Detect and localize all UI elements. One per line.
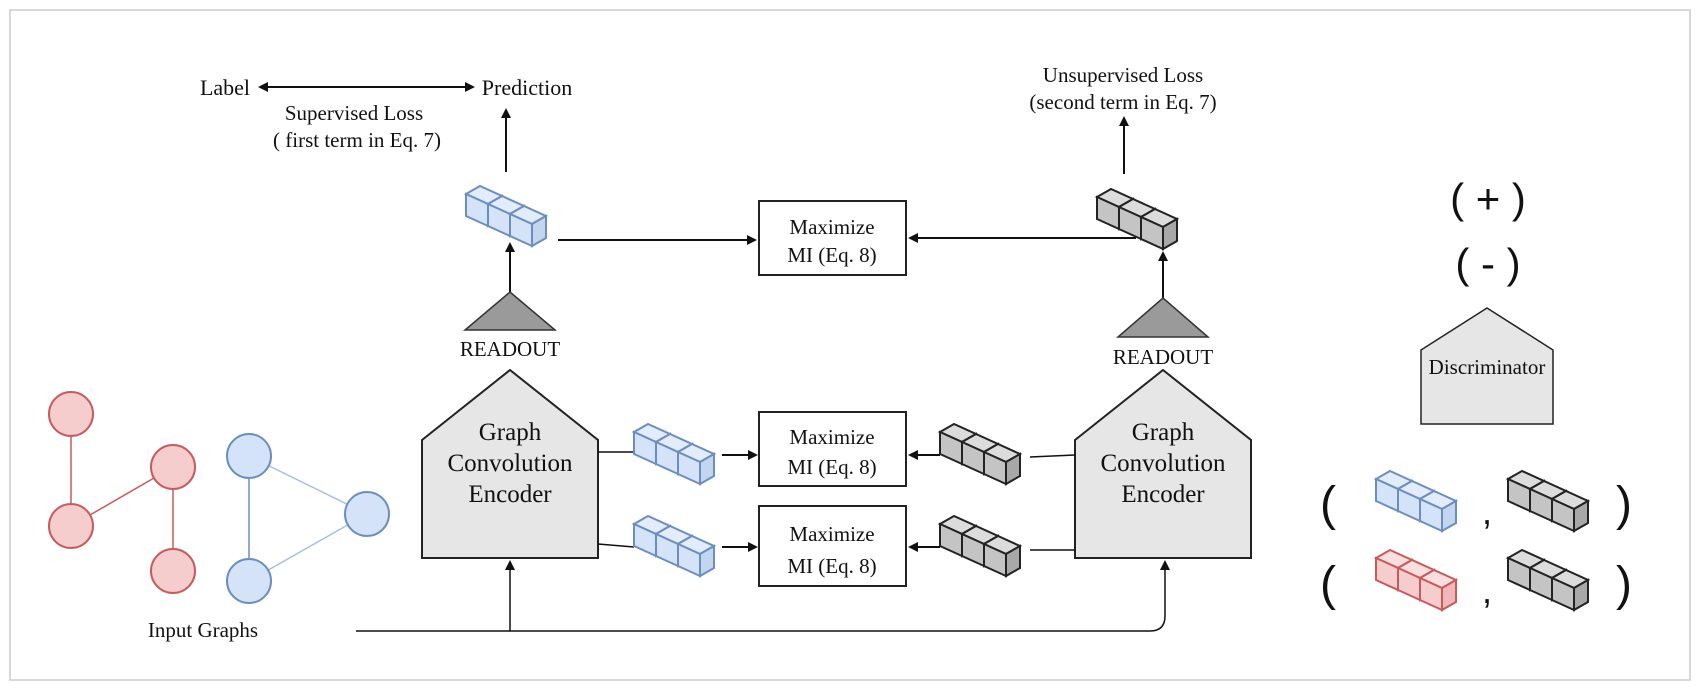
encoder-right-line2: Convolution <box>1100 450 1226 477</box>
positive-pair-close-paren: ) <box>1616 478 1632 531</box>
negative-sample-symbol: ( - ) <box>1455 240 1520 287</box>
mi-box-middle-line2: MI (Eq. 8) <box>787 455 876 479</box>
mi-box-bottom-line2: MI (Eq. 8) <box>787 554 876 578</box>
link-encoder-to-patch-lower <box>597 543 635 548</box>
positive-pair-comma: , <box>1482 491 1492 532</box>
encoder-left-line3: Encoder <box>468 481 552 508</box>
encoder-right-line1: Graph <box>1132 419 1195 446</box>
graph-embedding-right <box>1097 189 1177 249</box>
encoder-right <box>1074 368 1252 559</box>
positive-pair-open-paren: ( <box>1320 478 1336 531</box>
input-to-right-encoder-line <box>356 560 1170 632</box>
input-graphs-label: Input Graphs <box>148 618 258 642</box>
mi-box-top <box>758 200 907 276</box>
negative-pair-red-embedding <box>1376 550 1456 610</box>
negative-pair-comma: , <box>1482 570 1492 611</box>
discriminator-shape <box>1420 307 1554 425</box>
label-text: Label <box>200 75 250 100</box>
link-patch-to-encoder-upper <box>1029 454 1076 458</box>
positive-pair-blue-embedding <box>1376 471 1456 531</box>
encoder-left-line2: Convolution <box>447 450 573 477</box>
readout-left-triangle <box>462 291 558 331</box>
patch-embedding-right-lower <box>940 516 1020 576</box>
graph-embedding-left <box>466 186 546 246</box>
patch-embedding-left-lower <box>634 516 714 576</box>
readout-left-label: READOUT <box>460 337 560 361</box>
discriminator-label: Discriminator <box>1429 355 1546 379</box>
readout-right-triangle <box>1115 297 1211 338</box>
input-graph-red <box>48 391 196 594</box>
patch-embedding-left-upper <box>634 424 714 484</box>
supervised-loss-subtitle: ( first term in Eq. 7) <box>273 128 441 152</box>
negative-pair-close-paren: ) <box>1616 558 1632 611</box>
positive-pair-gray-embedding <box>1508 471 1588 531</box>
mi-box-middle-line1: Maximize <box>789 425 874 449</box>
negative-pair-gray-embedding <box>1508 550 1588 610</box>
frame-border <box>9 9 1691 681</box>
positive-sample-symbol: ( + ) <box>1450 175 1526 222</box>
readout-right-label: READOUT <box>1113 345 1213 369</box>
unsupervised-loss-title: Unsupervised Loss <box>1043 63 1203 87</box>
supervised-loss-title: Supervised Loss <box>285 101 423 125</box>
encoder-right-line3: Encoder <box>1121 481 1205 508</box>
encoder-left <box>421 368 599 559</box>
unsupervised-loss-subtitle: (second term in Eq. 7) <box>1029 90 1216 114</box>
mi-box-middle <box>758 411 907 487</box>
mi-box-bottom-line1: Maximize <box>789 522 874 546</box>
prediction-text: Prediction <box>482 75 572 100</box>
patch-embedding-right-upper <box>940 424 1020 484</box>
mi-box-top-line1: Maximize <box>789 215 874 239</box>
encoder-left-line1: Graph <box>479 419 542 446</box>
negative-pair-open-paren: ( <box>1320 558 1336 611</box>
input-graph-blue <box>226 433 390 604</box>
mi-box-bottom <box>758 505 907 587</box>
mi-box-top-line2: MI (Eq. 8) <box>787 243 876 267</box>
